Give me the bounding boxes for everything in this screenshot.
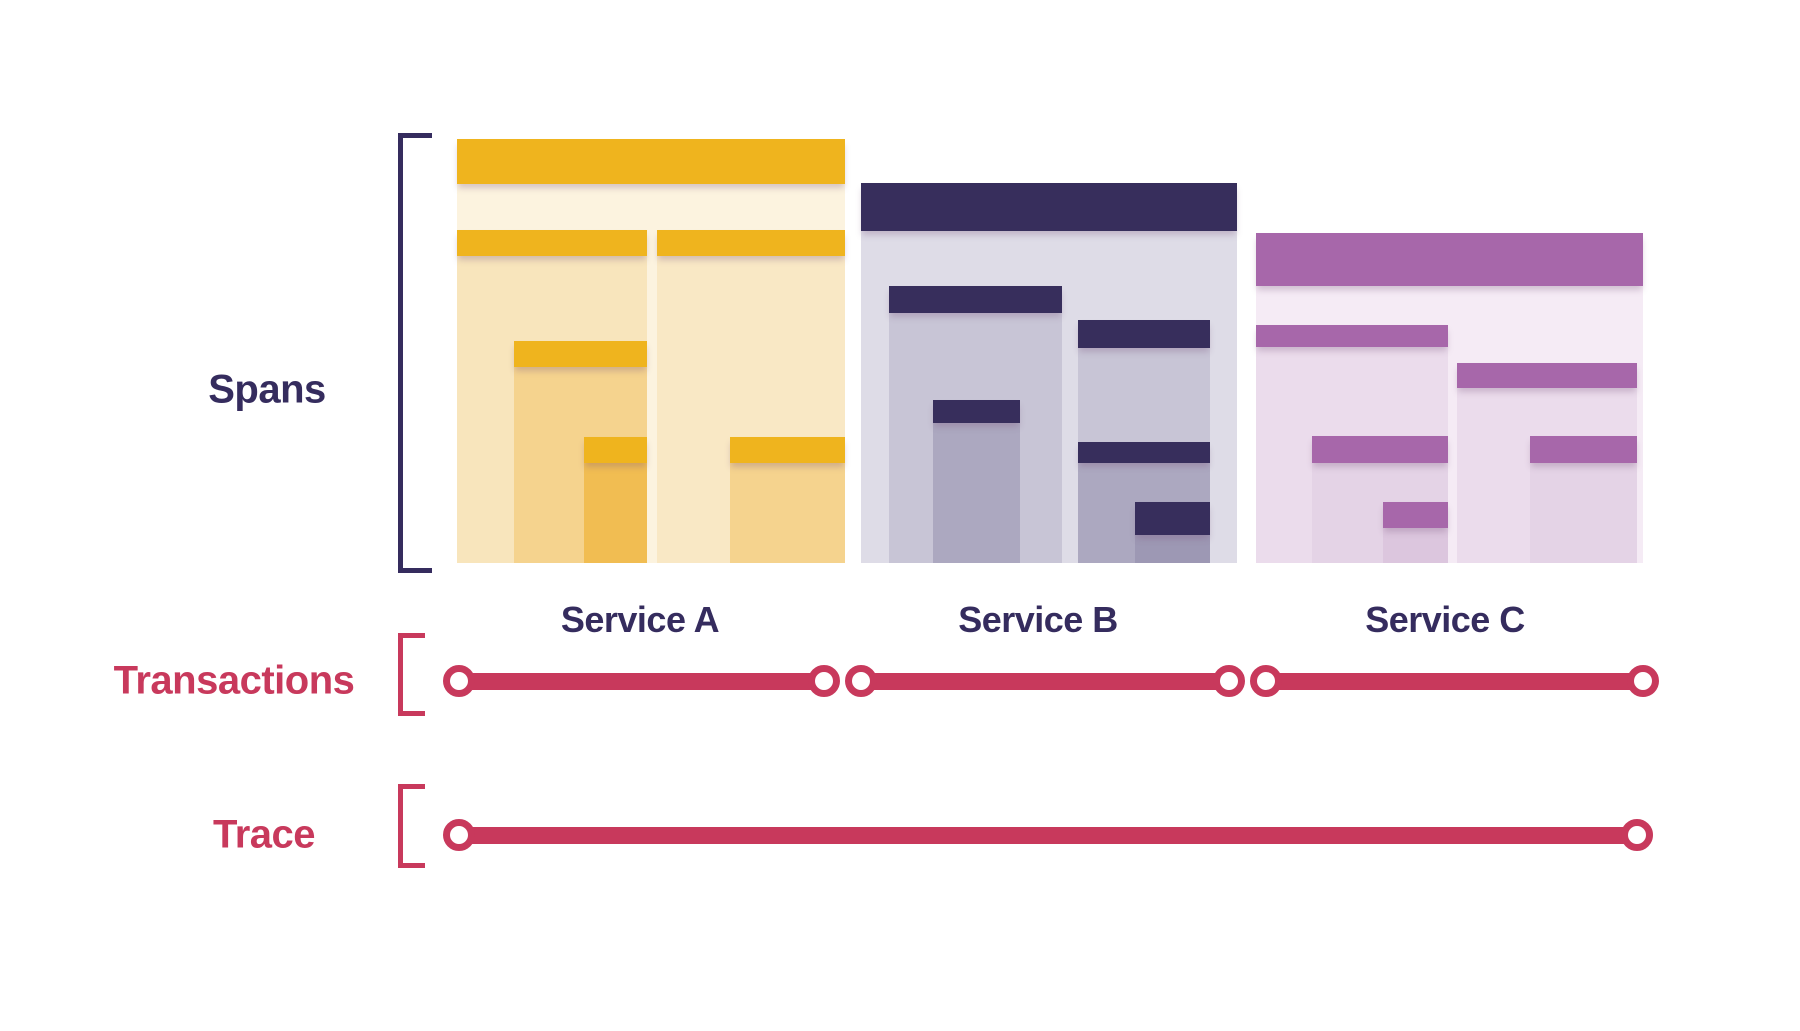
span-header <box>1256 325 1448 347</box>
span-header <box>1312 436 1448 463</box>
spans-bracket <box>398 133 432 573</box>
span-header <box>1078 442 1210 463</box>
span-body <box>1135 535 1210 563</box>
trace-endpoint <box>443 819 475 851</box>
span-header <box>1135 502 1210 535</box>
transaction-endpoint <box>1250 665 1282 697</box>
span-header <box>514 341 647 367</box>
span-header <box>457 139 845 184</box>
span-header <box>657 230 845 256</box>
transaction-line <box>459 672 824 690</box>
span-header <box>1457 363 1637 388</box>
trace-endpoint <box>1621 819 1653 851</box>
trace-bracket <box>398 784 425 868</box>
transactions-label: Transactions <box>113 658 355 703</box>
span-header <box>933 400 1020 423</box>
transaction-endpoint <box>845 665 877 697</box>
span-body <box>1530 463 1637 563</box>
span-header <box>1256 233 1643 286</box>
service-label-1: Service A <box>560 599 720 640</box>
span-header <box>1530 436 1637 463</box>
span-header <box>584 437 647 463</box>
trace-line <box>459 826 1637 844</box>
transaction-endpoint <box>808 665 840 697</box>
span-header <box>1078 320 1210 348</box>
transaction-line <box>861 672 1229 690</box>
span-body <box>1383 528 1448 563</box>
transaction-endpoint <box>1213 665 1245 697</box>
span-header <box>457 230 647 256</box>
span-body <box>933 423 1020 563</box>
span-header <box>861 183 1237 231</box>
span-header <box>889 286 1062 313</box>
spans-label: Spans <box>208 367 326 412</box>
service-label-3: Service C <box>1365 599 1525 640</box>
trace-label: Trace <box>212 812 316 857</box>
transaction-line <box>1266 672 1643 690</box>
span-body <box>584 463 647 563</box>
service-label-2: Service B <box>958 599 1118 640</box>
span-header <box>1383 502 1448 528</box>
transactions-bracket <box>398 633 425 716</box>
transaction-endpoint <box>443 665 475 697</box>
transaction-endpoint <box>1627 665 1659 697</box>
span-body <box>730 463 845 563</box>
span-header <box>730 437 845 463</box>
